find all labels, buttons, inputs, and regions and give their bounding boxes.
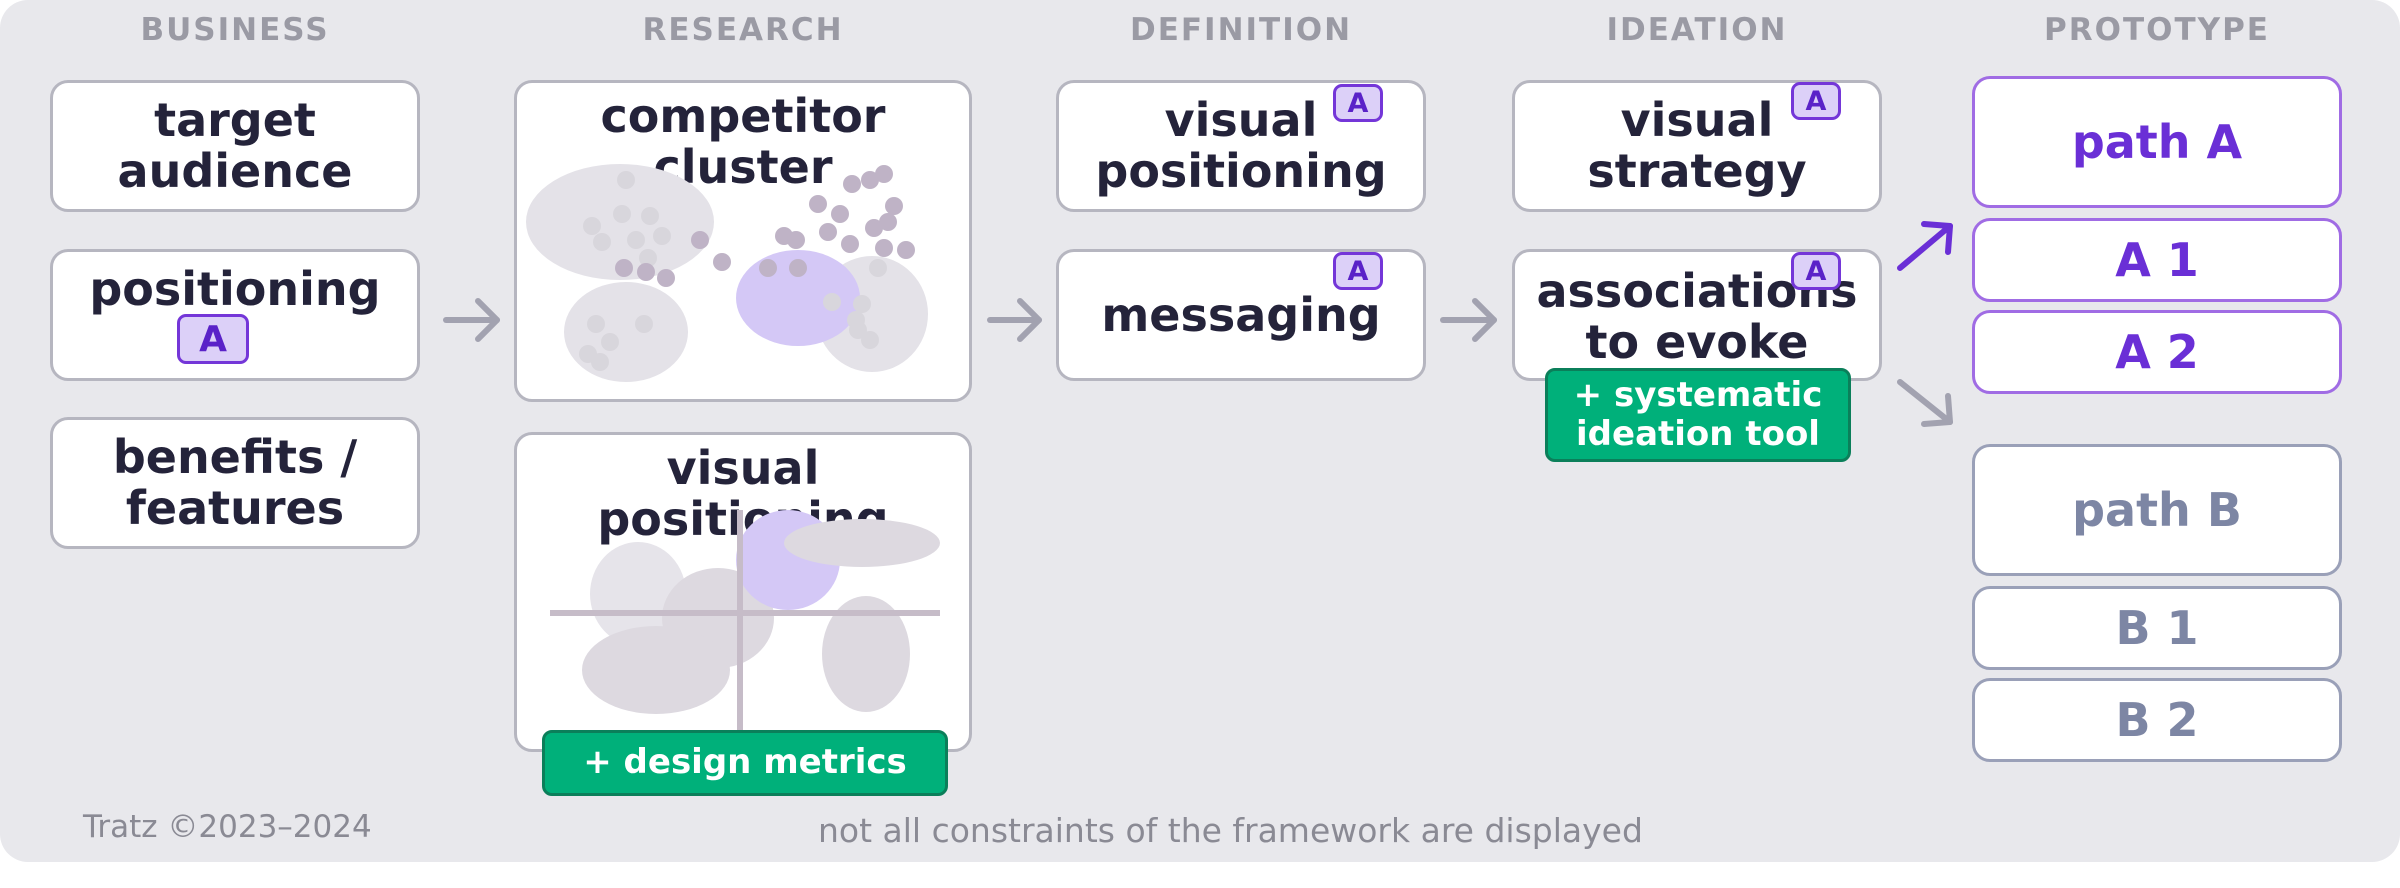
- badge-a-visual-strategy: A: [1791, 82, 1841, 120]
- column-title-research: RESEARCH: [642, 12, 844, 48]
- box-target-audience-label: target audience: [117, 93, 353, 198]
- box-competitor-cluster-label: competitor cluster: [600, 89, 886, 194]
- badge-a-messaging: A: [1333, 252, 1383, 290]
- box-messaging: messaging: [1056, 249, 1426, 381]
- box-b2: B 2: [1972, 678, 2342, 762]
- design-metrics-tag: + design metrics: [542, 730, 948, 796]
- arrow-down-right-icon: [1897, 379, 1953, 427]
- box-path-b-label: path B: [2072, 482, 2242, 537]
- box-a2: A 2: [1972, 310, 2342, 394]
- arrow-right-icon: [1440, 298, 1497, 342]
- arrow-right-icon: [443, 298, 500, 342]
- box-path-a-label: path A: [2071, 114, 2243, 169]
- box-b1: B 1: [1972, 586, 2342, 670]
- box-benefits-features-label: benefits / features: [112, 430, 358, 535]
- badge-a-associations: A: [1791, 252, 1841, 290]
- box-positioning-label: positioning: [89, 262, 381, 316]
- box-path-b: path B: [1972, 444, 2342, 576]
- box-a2-label: A 2: [2115, 324, 2199, 379]
- box-visual-strategy-label: visual strategy: [1587, 93, 1807, 198]
- box-b1-label: B 1: [2115, 600, 2199, 655]
- box-a1-label: A 1: [2115, 232, 2199, 287]
- column-title-prototype: PROTOTYPE: [2044, 12, 2270, 48]
- copyright-text: Tratz ©2023–2024: [83, 809, 372, 845]
- footer-note: not all constraints of the framework are…: [818, 811, 1643, 850]
- box-a1: A 1: [1972, 218, 2342, 302]
- box-messaging-label: messaging: [1101, 287, 1381, 342]
- box-b2-label: B 2: [2115, 692, 2199, 747]
- badge-a-positioning: A: [177, 314, 249, 364]
- box-target-audience: target audience: [50, 80, 420, 212]
- badge-a-visual-positioning: A: [1333, 84, 1383, 122]
- column-title-ideation: IDEATION: [1606, 12, 1788, 48]
- box-path-a: path A: [1972, 76, 2342, 208]
- arrow-up-right-icon: [1897, 221, 1953, 271]
- box-benefits-features: benefits / features: [50, 417, 420, 549]
- column-title-business: BUSINESS: [140, 12, 330, 48]
- competitor-cluster-illustration: [526, 164, 928, 382]
- positioning-map-illustration: [550, 510, 940, 730]
- box-visual-positioning-definition-label: visual positioning: [1095, 93, 1387, 198]
- systematic-ideation-tool-tag: + systematic ideation tool: [1545, 368, 1851, 462]
- column-title-definition: DEFINITION: [1129, 12, 1353, 48]
- arrow-right-icon: [987, 298, 1042, 342]
